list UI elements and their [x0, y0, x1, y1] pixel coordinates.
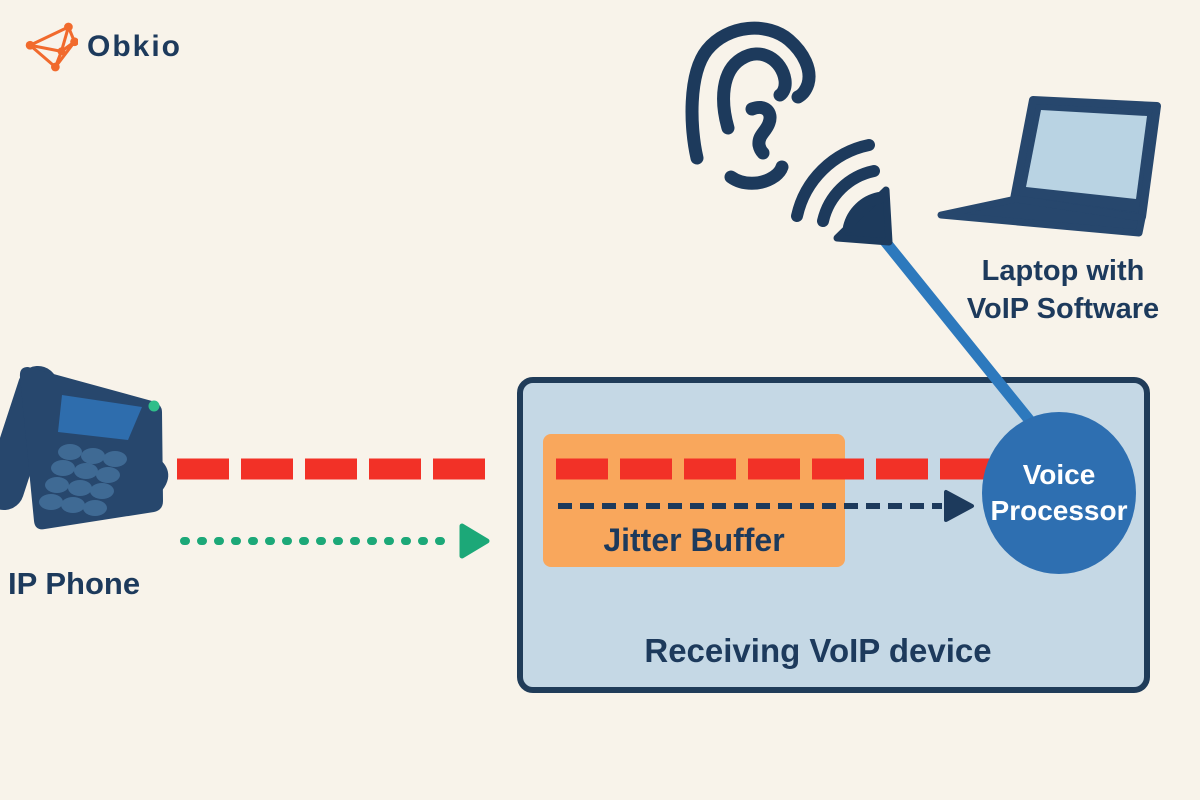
- ip-phone-label: IP Phone: [8, 566, 141, 601]
- sound-waves-icon: [791, 139, 885, 233]
- laptop-base: [937, 195, 1146, 237]
- jitter-buffer-box: [543, 434, 845, 567]
- voice-processor-label: Voice Processor: [990, 459, 1128, 526]
- logo-text: Obkio: [87, 30, 183, 63]
- jitter-buffer-label: Jitter Buffer: [603, 522, 785, 558]
- phone-keypad: [39, 444, 127, 516]
- laptop-screen: [1026, 110, 1147, 199]
- phone-screen: [58, 395, 142, 440]
- ear-icon: [685, 21, 816, 190]
- logo: Obkio: [24, 20, 182, 74]
- voice-processor-node: Voice Processor: [982, 412, 1136, 574]
- buffer-output-arrowhead: [944, 490, 974, 522]
- steady-stream-dotted-arrow: [180, 523, 490, 559]
- ip-phone-icon: [0, 366, 169, 530]
- laptop-label: Laptop with VoIP Software: [966, 255, 1160, 325]
- steady-stream-arrowhead: [459, 523, 490, 559]
- audio-output-line: [878, 234, 1049, 443]
- laptop-icon: [937, 96, 1161, 237]
- phone-led: [148, 400, 160, 412]
- buffer-output-dashed-arrow: [558, 490, 974, 522]
- receiving-device-label: Receiving VoIP device: [644, 632, 992, 669]
- obkio-logo-icon: [25, 22, 78, 72]
